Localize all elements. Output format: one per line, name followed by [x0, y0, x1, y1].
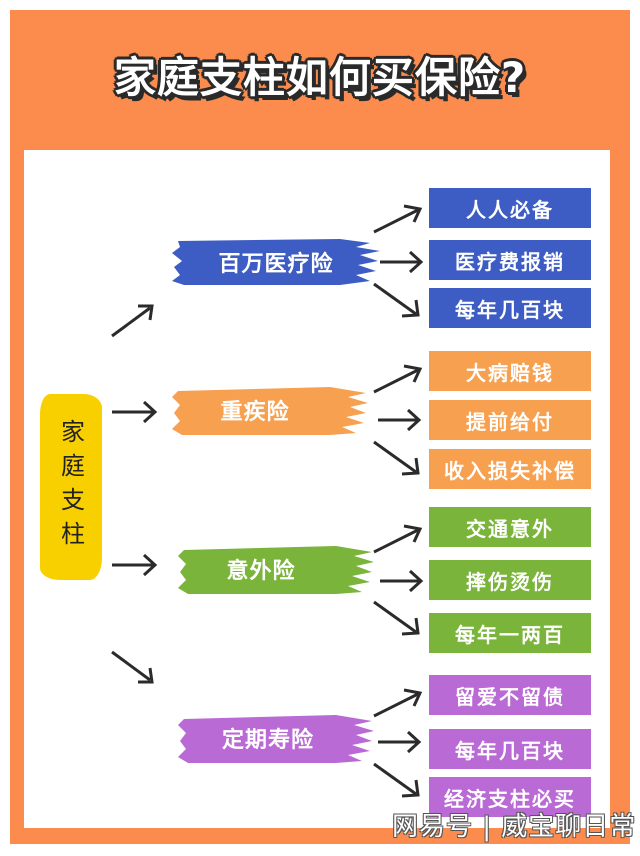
- leaf-box: 经济支柱必买: [429, 777, 591, 817]
- arrow-root-to-term-life-icon: [111, 650, 154, 684]
- leaf-box: 交通意外: [429, 507, 591, 547]
- root-node: 家庭支柱: [40, 394, 102, 580]
- arrow-up-icon: [373, 204, 423, 234]
- brush-stroke-icon: [172, 239, 380, 285]
- arrow-down-icon: [373, 282, 420, 318]
- arrow-down-icon: [373, 762, 420, 798]
- brush-stroke-icon: [178, 546, 374, 594]
- leaf-box: 提前给付: [429, 400, 591, 440]
- arrow-down-icon: [373, 600, 420, 636]
- branch-label: 百万医疗险: [218, 252, 334, 277]
- arrow-right-icon: [380, 569, 424, 593]
- arrow-down-icon: [373, 440, 420, 476]
- brush-stroke-icon: [172, 387, 368, 435]
- arrow-up-icon: [373, 364, 423, 394]
- brush-stroke-icon: [178, 715, 374, 763]
- branch-critical-illness: 重疾险: [170, 385, 370, 435]
- leaf-box: 每年几百块: [429, 729, 591, 769]
- leaf-box: 大病赔钱: [429, 351, 591, 391]
- arrow-root-to-critical-icon: [112, 400, 158, 424]
- leaf-box: 每年几百块: [429, 288, 591, 328]
- branch-label: 定期寿险: [221, 728, 314, 753]
- branch-term-life: 定期寿险: [176, 713, 376, 763]
- arrow-up-icon: [373, 524, 423, 554]
- arrow-right-icon: [380, 250, 424, 274]
- watermark: 网易号 | 威宝聊日常: [392, 812, 637, 842]
- branch-label: 重疾险: [220, 400, 290, 425]
- leaf-box: 医疗费报销: [429, 240, 591, 280]
- branch-label: 意外险: [226, 559, 296, 584]
- arrow-right-icon: [378, 408, 422, 432]
- leaf-box: 摔伤烫伤: [429, 560, 591, 600]
- arrow-root-to-accident-icon: [112, 553, 158, 577]
- branch-medical: 百万医疗险: [170, 237, 382, 287]
- arrow-up-icon: [373, 688, 423, 718]
- leaf-box: 人人必备: [429, 188, 591, 228]
- leaf-box: 每年一两百: [429, 613, 591, 653]
- root-label: 家庭支柱: [56, 419, 85, 555]
- branch-accident: 意外险: [176, 544, 376, 594]
- leaf-box: 留爱不留债: [429, 675, 591, 715]
- arrow-right-icon: [378, 730, 422, 754]
- arrow-root-to-medical-icon: [111, 304, 154, 338]
- page-title: 家庭支柱如何买保险?: [113, 53, 527, 102]
- leaf-box: 收入损失补偿: [429, 449, 591, 489]
